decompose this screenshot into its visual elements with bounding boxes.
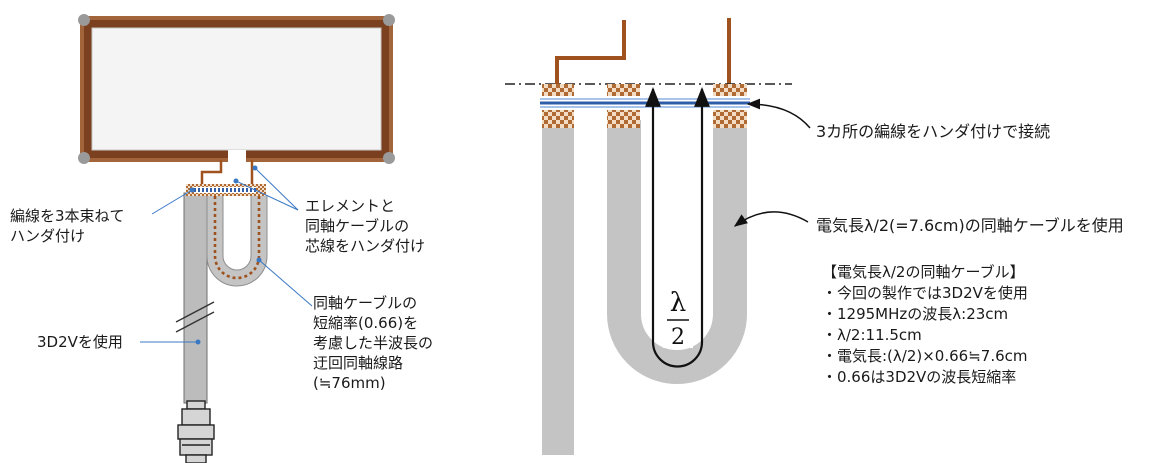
braid-solder-label-line1: 編線を3本束ねて bbox=[10, 207, 125, 225]
right-callout-arrows bbox=[733, 98, 811, 227]
element-solder-label: エレメントと 同軸ケーブルの 芯線をハンダ付け bbox=[305, 196, 425, 256]
stub-description-line3: 考慮した半波長の bbox=[313, 334, 434, 352]
braid-solder-label-line2: ハンダ付け bbox=[10, 227, 86, 245]
left-u-stub bbox=[206, 195, 268, 287]
solder-connection-label: 3カ所の編線をハンダ付けで接続 bbox=[816, 122, 1051, 141]
stub-description-line2: 短縮率(0.66)を bbox=[313, 314, 419, 332]
right-conductors bbox=[555, 18, 731, 84]
stub-description-label: 同軸ケーブルの 短縮率(0.66)を 考慮した半波長の 迂回同軸線路 (≒76m… bbox=[313, 293, 433, 393]
right-braid-band bbox=[540, 96, 750, 110]
coax-notes-heading: 【電気長λ/2の同軸ケーブル】 bbox=[822, 263, 1025, 281]
element-solder-label-line3: 芯線をハンダ付け bbox=[305, 237, 426, 255]
stub-description-line4: 迂回同軸線路 bbox=[313, 354, 404, 372]
feed-gap bbox=[228, 150, 246, 166]
coax-note-item: ・0.66は3D2Vの波長短縮率 bbox=[822, 368, 1017, 386]
braid-solder-label: 編線を3本束ねて ハンダ付け bbox=[10, 206, 125, 246]
loop-element bbox=[78, 14, 395, 164]
lambda-arrows bbox=[645, 87, 710, 368]
element-solder-label-line2: 同軸ケーブルの bbox=[305, 217, 410, 235]
coax-notes: 【電気長λ/2の同軸ケーブル】 ・今回の製作では3D2Vを使用 ・1295MHz… bbox=[822, 262, 1028, 388]
element-solder-label-line1: エレメントと bbox=[305, 197, 396, 215]
stub-description-line5: (≒76mm) bbox=[313, 374, 386, 392]
left-braid-band bbox=[186, 184, 266, 196]
coax-note-item: ・電気長:(λ/2)×0.66≒7.6cm bbox=[822, 347, 1028, 365]
lambda-divisor: 2 bbox=[671, 325, 685, 350]
coax-note-item: ・λ/2:11.5cm bbox=[822, 326, 922, 344]
lambda-label-bg bbox=[663, 286, 693, 348]
lambda-symbol: λ bbox=[670, 288, 686, 318]
cable-type-label: 3D2Vを使用 bbox=[37, 333, 123, 351]
stub-description-line1: 同軸ケーブルの bbox=[313, 294, 418, 312]
feed-wires bbox=[200, 160, 254, 184]
coax-note-item: ・1295MHzの波長λ:23cm bbox=[822, 305, 1009, 323]
bnc-connector bbox=[177, 400, 215, 463]
coax-note-item: ・今回の製作では3D2Vを使用 bbox=[822, 284, 1028, 302]
electrical-length-label: 電気長λ/2(=7.6cm)の同軸ケーブルを使用 bbox=[816, 216, 1124, 235]
left-leader-lines bbox=[140, 165, 313, 345]
right-main-coax bbox=[542, 120, 574, 455]
